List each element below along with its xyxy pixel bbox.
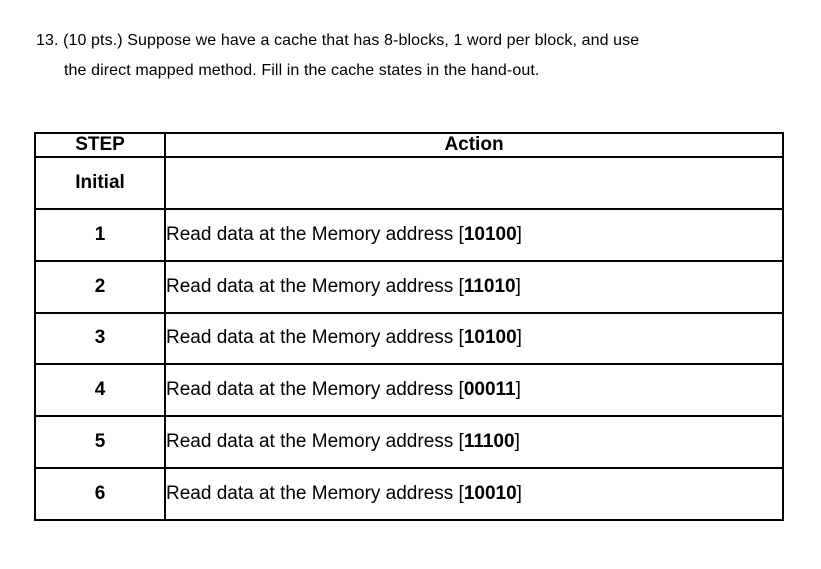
action-text-suffix: ] [516,223,522,245]
memory-address: 11100 [463,431,515,453]
action-cell: Read data at the Memory address [10100] [164,207,784,262]
action-text-prefix: Read data at the Memory address [ [166,431,464,453]
action-column-header: Action [164,132,784,158]
action-cell: Read data at the Memory address [10010] [164,467,784,521]
step-cell: 6 [34,467,166,521]
step-column-header: STEP [34,132,166,158]
action-text-suffix: ] [515,379,521,401]
step-cell: 2 [34,259,166,314]
action-text-suffix: ] [516,483,522,505]
action-text-prefix: Read data at the Memory address [ [166,223,464,245]
question-line-1: 13. (10 pts.) Suppose we have a cache th… [36,32,640,49]
question-line-2: the direct mapped method. Fill in the ca… [64,62,540,79]
action-text-suffix: ] [515,275,521,297]
action-text-suffix: ] [514,431,520,453]
action-cell [164,156,784,210]
step-cell: Initial [34,156,166,210]
action-cell: Read data at the Memory address [00011] [164,363,784,418]
action-text-prefix: Read data at the Memory address [ [166,327,464,349]
memory-address: 00011 [463,379,516,401]
step-cell: 1 [34,207,166,262]
action-text-prefix: Read data at the Memory address [ [166,275,464,297]
step-cell: 4 [34,363,166,418]
memory-address: 10100 [463,223,517,245]
memory-address: 10100 [463,327,517,349]
action-cell: Read data at the Memory address [11010] [164,259,784,314]
action-text-prefix: Read data at the Memory address [ [166,483,464,505]
table-header-row: STEP Action [34,132,784,158]
memory-address: 10010 [463,483,517,505]
table-row: Initial [34,156,784,210]
step-cell: 5 [34,415,166,470]
memory-address: 11010 [463,275,516,297]
action-cell: Read data at the Memory address [10100] [164,311,784,366]
action-text-prefix: Read data at the Memory address [ [166,379,464,401]
action-text-suffix: ] [516,327,522,349]
step-cell: 3 [34,311,166,366]
question-text: 13. (10 pts.) Suppose we have a cache th… [36,26,639,86]
action-cell: Read data at the Memory address [11100] [164,415,784,470]
